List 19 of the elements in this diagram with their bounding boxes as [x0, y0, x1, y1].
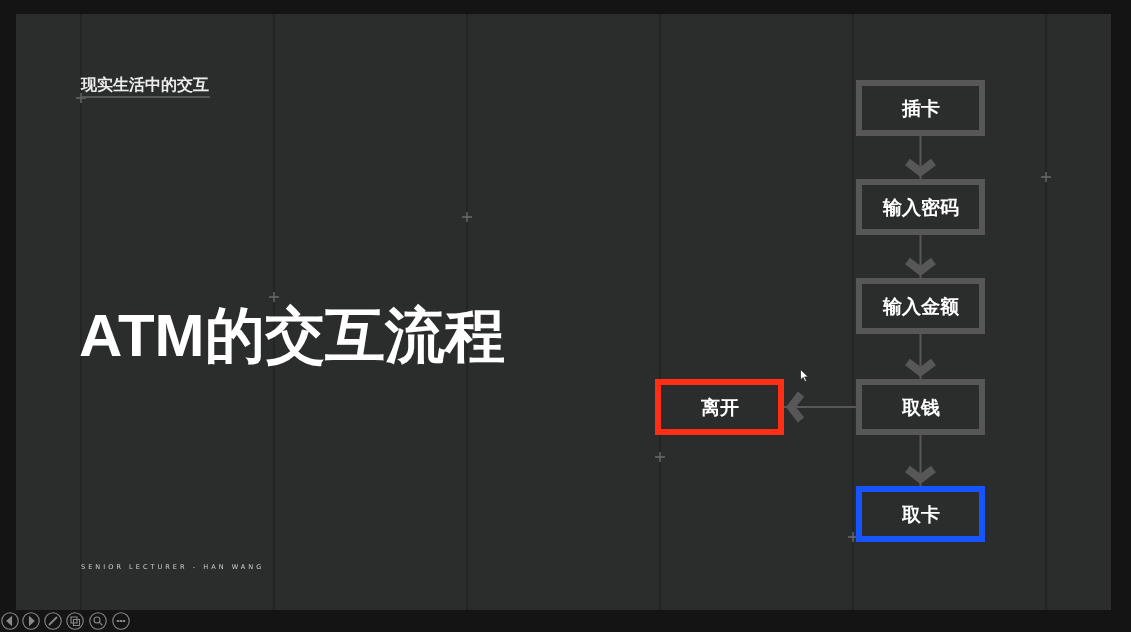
step-label: 取卡 [901, 502, 940, 526]
process-box [856, 379, 985, 435]
process-box [856, 80, 985, 136]
process-box [856, 179, 985, 235]
step-label: 输入金额 [882, 294, 959, 318]
process-box [856, 278, 985, 334]
step-label: 离开 [700, 395, 739, 419]
step-label: 插卡 [901, 96, 940, 120]
process-box [856, 486, 985, 542]
chevron-arrow [903, 434, 938, 487]
process-box [655, 379, 784, 435]
chevron-arrow [903, 333, 938, 380]
chevron-arrow [903, 135, 938, 180]
step-label: 取钱 [901, 395, 940, 419]
slide-title: ATM的交互流程 [79, 306, 505, 366]
step-label: 输入密码 [882, 195, 959, 219]
chevron-arrow [783, 390, 857, 424]
chevron-arrow [903, 234, 938, 279]
section-heading: 现实生活中的交互 [81, 75, 210, 99]
